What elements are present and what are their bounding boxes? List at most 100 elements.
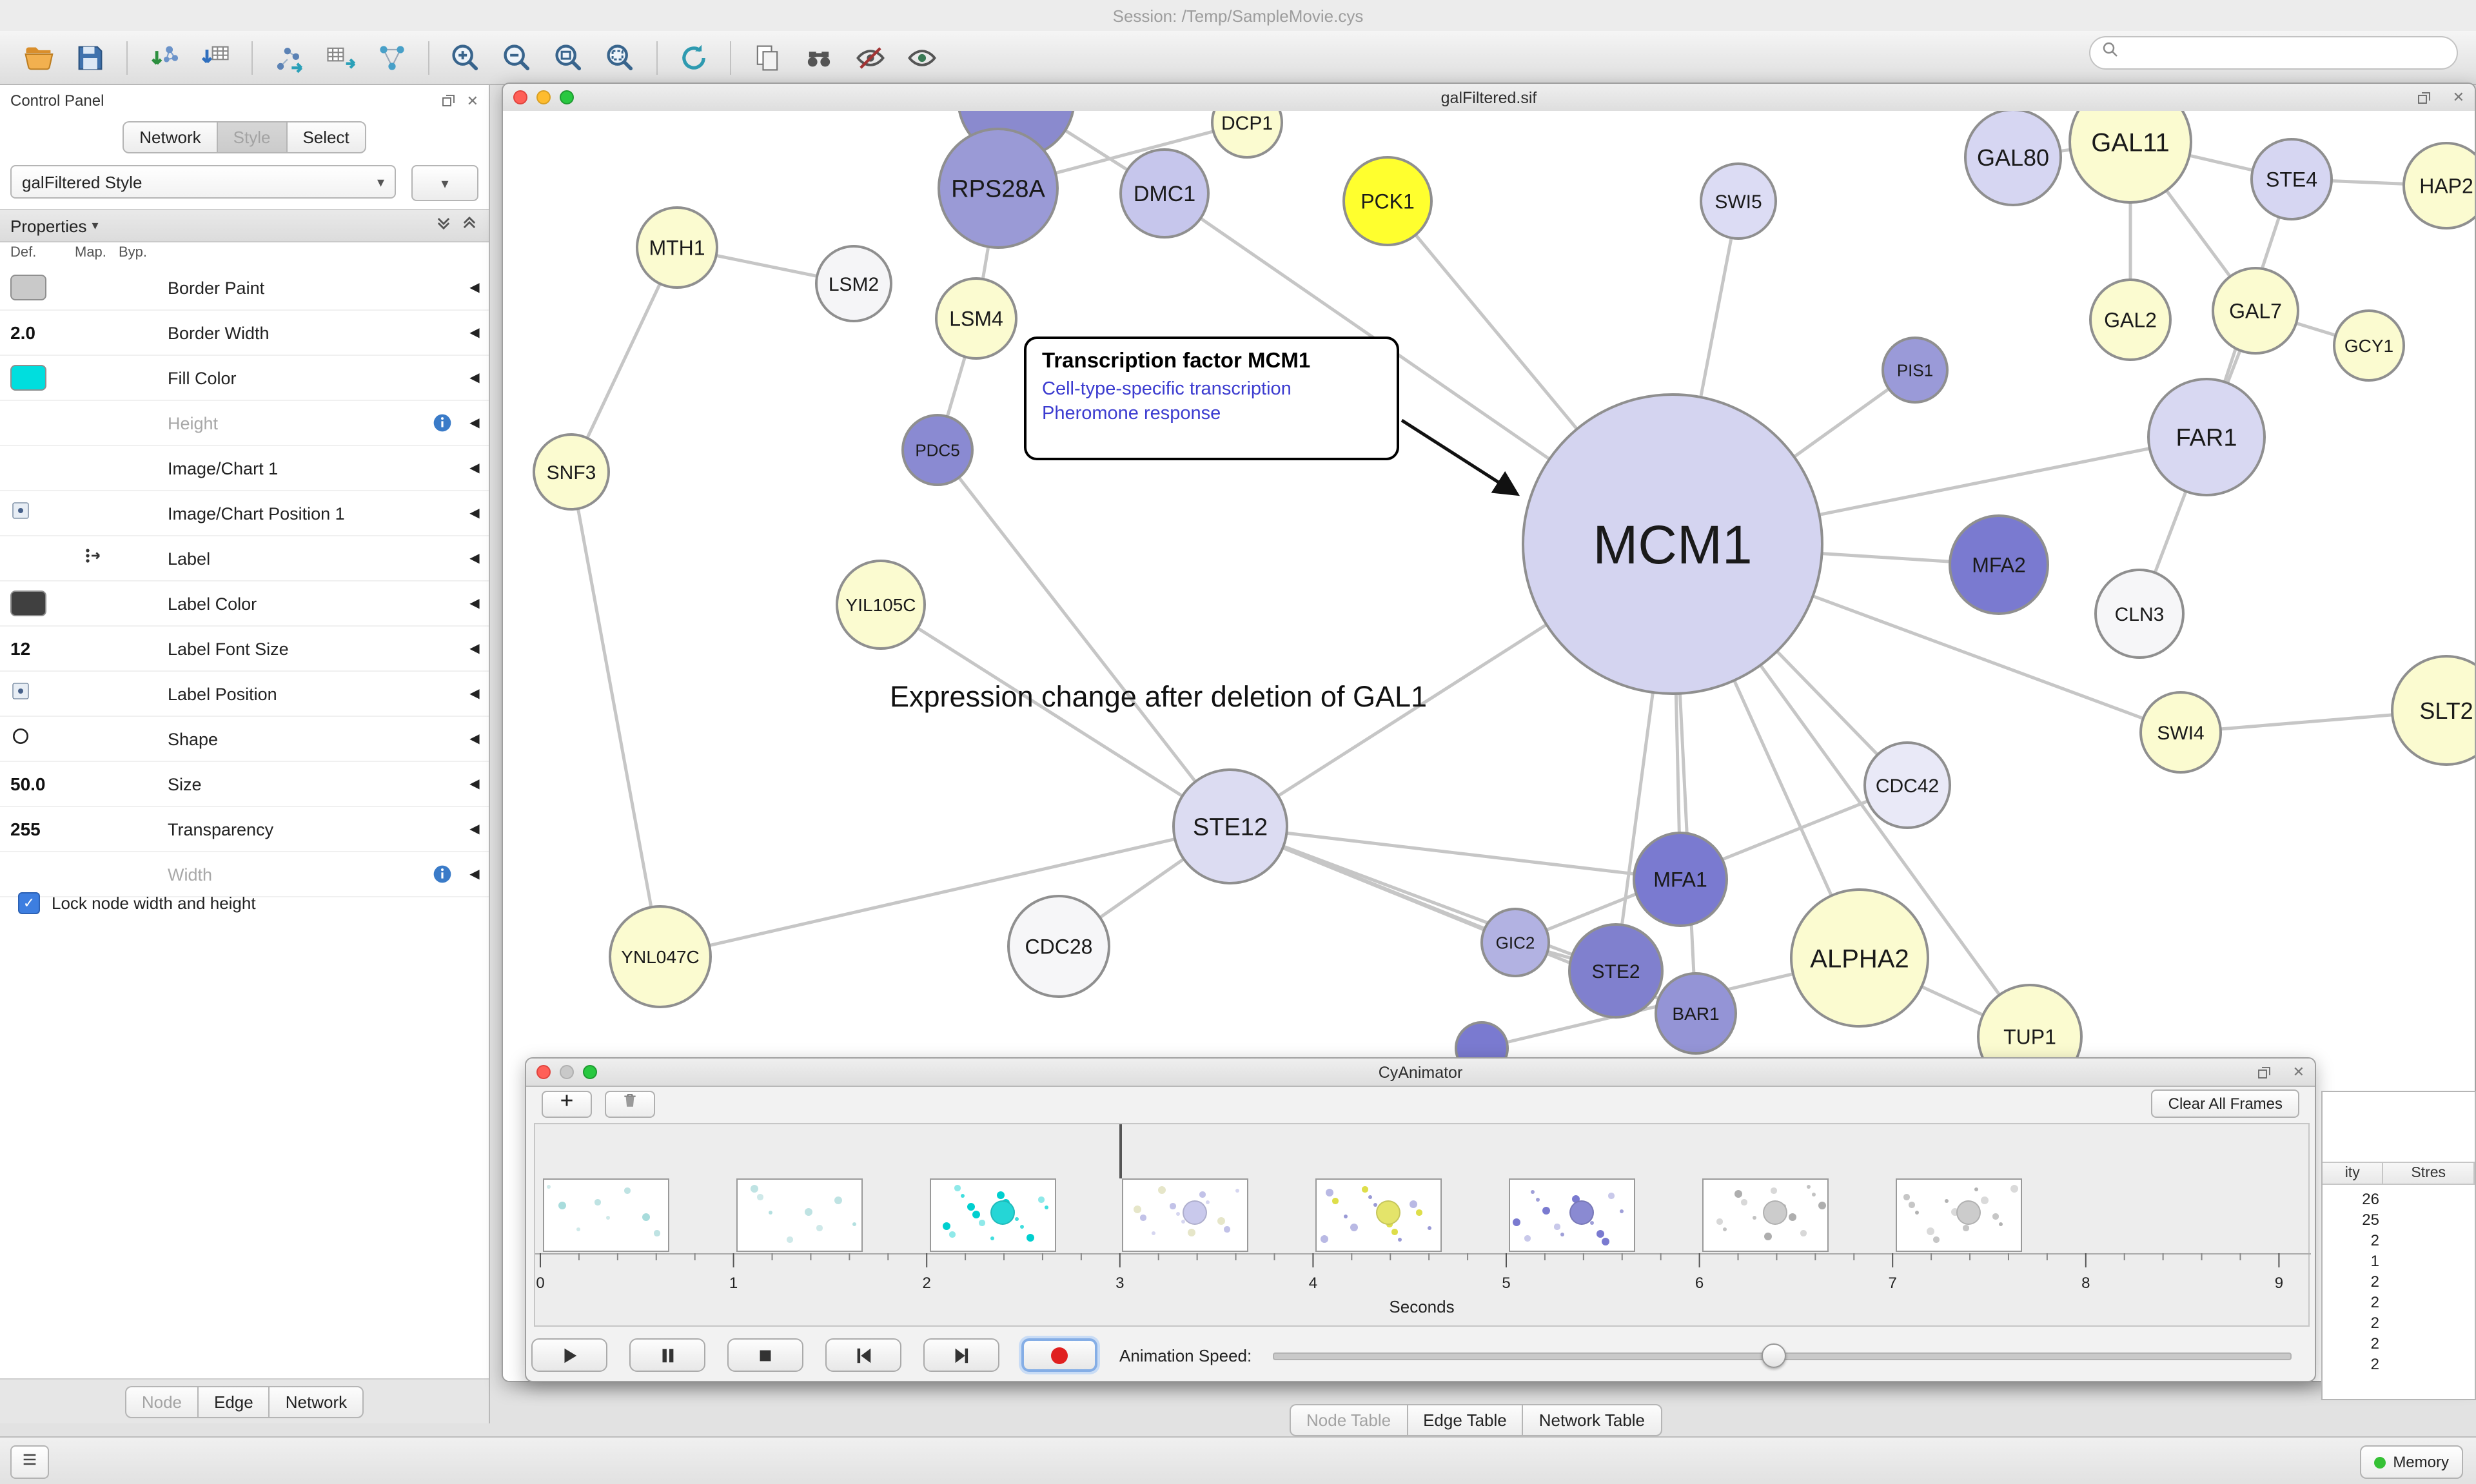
export-network-icon[interactable] (267, 37, 311, 78)
column-header[interactable]: ity (2323, 1162, 2384, 1185)
skip-start-button[interactable] (825, 1338, 901, 1372)
expand-row-icon[interactable]: ◀ (469, 280, 480, 295)
node-GIC2[interactable] (1480, 908, 1550, 977)
expand-row-icon[interactable]: ◀ (469, 326, 480, 340)
edge-PDC5-STE12[interactable] (936, 449, 1232, 828)
timeline-frame-2[interactable] (930, 1178, 1056, 1252)
position-icon[interactable] (10, 500, 31, 527)
position-icon[interactable] (10, 680, 31, 707)
node-FAR1[interactable] (2147, 378, 2266, 496)
expand-row-icon[interactable]: ◀ (469, 506, 480, 520)
edge-STE12-MFA1[interactable] (1230, 825, 1681, 881)
property-row-image-chart-1[interactable]: Image/Chart 1◀ (0, 446, 489, 491)
properties-header[interactable]: Properties (10, 216, 87, 235)
node-GAL7[interactable] (2212, 267, 2299, 355)
import-table-icon[interactable] (193, 37, 237, 78)
network-manager-icon[interactable] (370, 37, 414, 78)
tab-network[interactable]: Network (123, 121, 217, 153)
info-icon[interactable] (432, 413, 453, 433)
property-row-image-chart-position-1[interactable]: Image/Chart Position 1◀ (0, 491, 489, 536)
node-SLT2[interactable] (2391, 655, 2475, 766)
zoom-in-icon[interactable] (444, 37, 487, 78)
hide-selected-icon[interactable] (849, 37, 892, 78)
timeline-playhead[interactable] (1119, 1124, 1122, 1178)
expand-row-icon[interactable]: ◀ (469, 822, 480, 836)
style-tab-node[interactable]: Node (124, 1385, 197, 1418)
node-CDC42[interactable] (1863, 741, 1951, 829)
node-MTH1[interactable] (636, 206, 718, 289)
node-HAP2[interactable] (2402, 142, 2475, 229)
zoom-fit-icon[interactable] (547, 37, 591, 78)
node-DCP1[interactable] (1211, 111, 1283, 159)
ellipse-icon[interactable] (10, 725, 31, 752)
search-box[interactable] (2089, 36, 2458, 70)
record-button[interactable] (1021, 1338, 1097, 1372)
close-icon[interactable]: ✕ (2452, 90, 2464, 106)
animation-speed-slider[interactable] (1272, 1338, 2292, 1372)
node-YIL105C[interactable] (836, 560, 926, 650)
close-window-button[interactable] (536, 1065, 551, 1079)
node-LSM2[interactable] (815, 245, 892, 322)
pause-button[interactable] (629, 1338, 705, 1372)
property-row-fill-color[interactable]: Fill Color◀ (0, 356, 489, 401)
save-session-icon[interactable] (68, 37, 112, 78)
table-tab-network-table[interactable]: Network Table (1522, 1404, 1662, 1436)
refresh-view-icon[interactable] (672, 37, 716, 78)
timeline-frame-5[interactable] (1509, 1178, 1635, 1252)
annotation-link[interactable]: Pheromone response (1042, 404, 1221, 425)
expand-row-icon[interactable]: ◀ (469, 416, 480, 430)
property-row-shape[interactable]: Shape◀ (0, 717, 489, 762)
float-panel-icon[interactable] (441, 93, 457, 108)
node-SNF3[interactable] (533, 433, 610, 511)
tab-style[interactable]: Style (216, 121, 286, 153)
expand-row-icon[interactable]: ◀ (469, 461, 480, 475)
style-tab-edge[interactable]: Edge (197, 1385, 269, 1418)
node-SWI5[interactable] (1700, 162, 1777, 240)
node-PCK1[interactable] (1342, 156, 1433, 246)
zoom-window-button[interactable] (583, 1065, 597, 1079)
timeline-frame-0[interactable] (543, 1178, 669, 1252)
property-row-label[interactable]: Label◀ (0, 536, 489, 581)
node-LSM4[interactable] (935, 277, 1017, 360)
expand-row-icon[interactable]: ◀ (469, 551, 480, 565)
close-panel-icon[interactable]: ✕ (466, 93, 478, 109)
node-MFA2[interactable] (1949, 514, 2049, 615)
annotation-box[interactable]: Transcription factor MCM1 Cell-type-spec… (1024, 337, 1399, 460)
transparency-value[interactable]: 255 (10, 819, 41, 839)
add-frame-button[interactable] (542, 1090, 592, 1117)
edge-YIL105C-STE12[interactable] (879, 603, 1232, 828)
node-CLN3[interactable] (2094, 569, 2185, 659)
node-GCY1[interactable] (2333, 309, 2405, 382)
cyanimator-titlebar[interactable]: CyAnimator ✕ (526, 1059, 2315, 1087)
slider-thumb[interactable] (1761, 1343, 1786, 1368)
mapping-icon[interactable] (84, 545, 104, 572)
node-STE12[interactable] (1172, 768, 1288, 884)
node-YNL047C[interactable] (609, 905, 712, 1008)
show-panels-button[interactable] (10, 1445, 49, 1479)
expand-row-icon[interactable]: ◀ (469, 867, 480, 881)
style-options-button[interactable]: ▾ (411, 165, 478, 201)
node-SWI4[interactable] (2139, 691, 2222, 774)
export-table-icon[interactable] (319, 37, 362, 78)
label-color-swatch[interactable] (10, 591, 46, 616)
table-tab-edge-table[interactable]: Edge Table (1406, 1404, 1522, 1436)
node-BAR1[interactable] (1655, 972, 1737, 1055)
zoom-out-icon[interactable] (495, 37, 539, 78)
property-row-label-color[interactable]: Label Color◀ (0, 581, 489, 627)
edge-SNF3-YNL047C[interactable] (569, 471, 662, 957)
edge-STE12-YNL047C[interactable] (660, 825, 1231, 959)
fill-color-swatch[interactable] (10, 365, 46, 391)
expand-row-icon[interactable]: ◀ (469, 687, 480, 701)
float-window-icon[interactable] (2417, 90, 2432, 105)
style-select-dropdown[interactable]: galFiltered Style ▾ (10, 165, 396, 199)
edge-MTH1-SNF3[interactable] (569, 246, 679, 473)
size-value[interactable]: 50.0 (10, 774, 46, 794)
node-DMC1[interactable] (1119, 148, 1210, 239)
expand-row-icon[interactable]: ◀ (469, 732, 480, 746)
node-GAL80[interactable] (1964, 111, 2062, 206)
node-CDC28[interactable] (1007, 895, 1110, 998)
import-network-icon[interactable] (142, 37, 186, 78)
node-GAL11[interactable] (2068, 111, 2192, 204)
